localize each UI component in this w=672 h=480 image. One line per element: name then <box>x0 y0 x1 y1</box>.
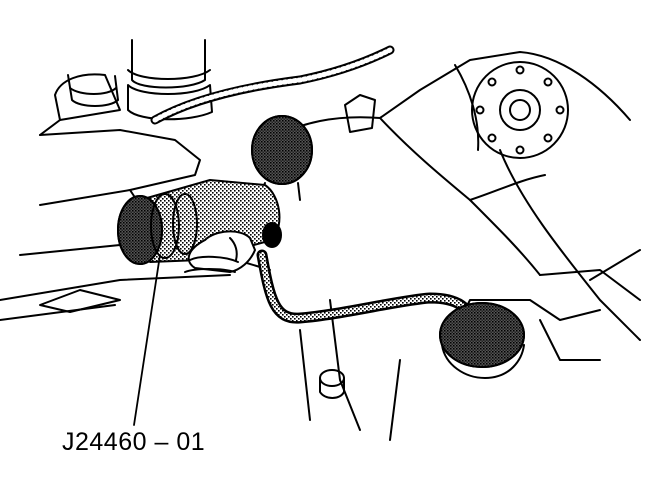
tool-callout-label: J24460 – 01 <box>62 428 206 456</box>
tester-hose <box>256 249 476 326</box>
cap-adapter <box>439 302 525 379</box>
wiring-loom <box>150 45 395 125</box>
tester-gauge-top <box>251 115 313 206</box>
callout-leader-line <box>133 254 161 426</box>
pulley-hub <box>471 61 569 159</box>
upper-hose <box>67 39 213 121</box>
technician-hand <box>184 230 256 273</box>
lower-bolt <box>319 369 345 399</box>
